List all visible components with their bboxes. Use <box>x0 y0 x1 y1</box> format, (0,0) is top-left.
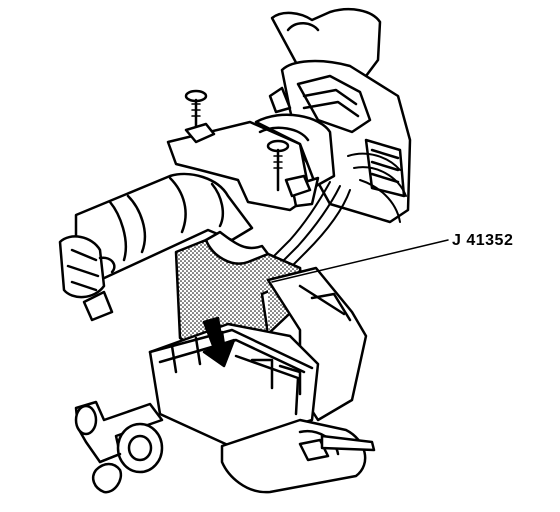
mounting-bolt-right <box>266 139 312 198</box>
tool-callout-label: J 41352 <box>452 232 514 249</box>
steering-column <box>58 172 254 322</box>
callout-leader-line <box>271 239 449 283</box>
wiring-harness <box>271 152 407 271</box>
vise <box>74 266 376 494</box>
direction-arrow <box>202 316 236 368</box>
ignition-housing <box>268 8 412 224</box>
mounting-bolt-left <box>184 89 216 144</box>
